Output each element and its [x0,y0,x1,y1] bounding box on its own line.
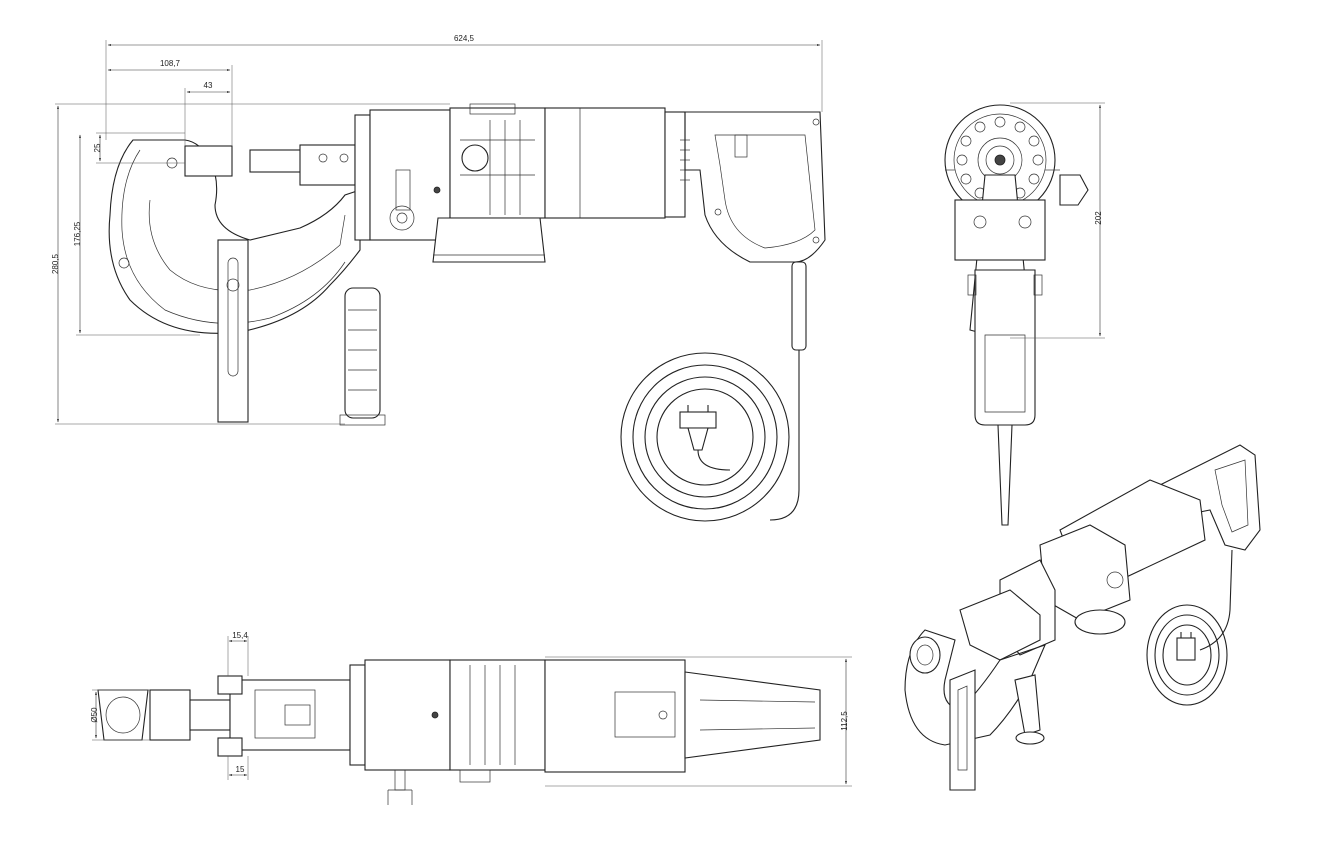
dim-die-bottom: 15 [236,765,245,774]
oil-reservoir [432,217,546,263]
dim-die-top: 15,4 [232,631,248,640]
auxiliary-handle [344,287,381,419]
end-view: 202 [944,102,1105,526]
dim-punch-width: 43 [204,81,213,90]
dim-jaw-offset: 108,7 [160,59,181,68]
iso-aux-handle [1014,674,1041,736]
dim-overall-length: 624,5 [454,34,475,43]
top-handle [684,671,821,759]
die-block [229,679,351,751]
main-handle [684,111,826,263]
motor-body [544,107,666,219]
iso-jaw [959,589,1041,661]
stripper-plate [217,239,249,423]
isometric-view [904,444,1261,791]
c-frame [108,139,361,334]
side-view-dimensions: 624,5 108,7 43 25 176,25 280,5 [51,34,823,425]
head-flange [354,114,371,241]
dim-throat-depth: 176,25 [73,221,82,246]
cord-coil [620,352,790,522]
top-pump [449,659,546,771]
end-handle [974,269,1036,426]
punch [184,145,233,177]
dim-punch-height: 25 [93,143,102,152]
side-view [108,103,826,522]
dim-head-height: 202 [1094,211,1103,225]
dim-punch-diameter: Ø50 [90,707,99,723]
top-view: 112,5 Ø50 15,4 15 [90,631,852,805]
iso-stripper [949,669,976,791]
power-cord [769,350,800,521]
punch-top [97,689,149,741]
dim-overall-height: 280,5 [51,253,60,274]
dim-body-width: 112,5 [840,711,849,731]
plug-icon [679,405,731,471]
cord-strain-relief [791,261,807,351]
iso-plug-icon [1176,632,1196,661]
iso-cord-coil [1146,604,1228,706]
